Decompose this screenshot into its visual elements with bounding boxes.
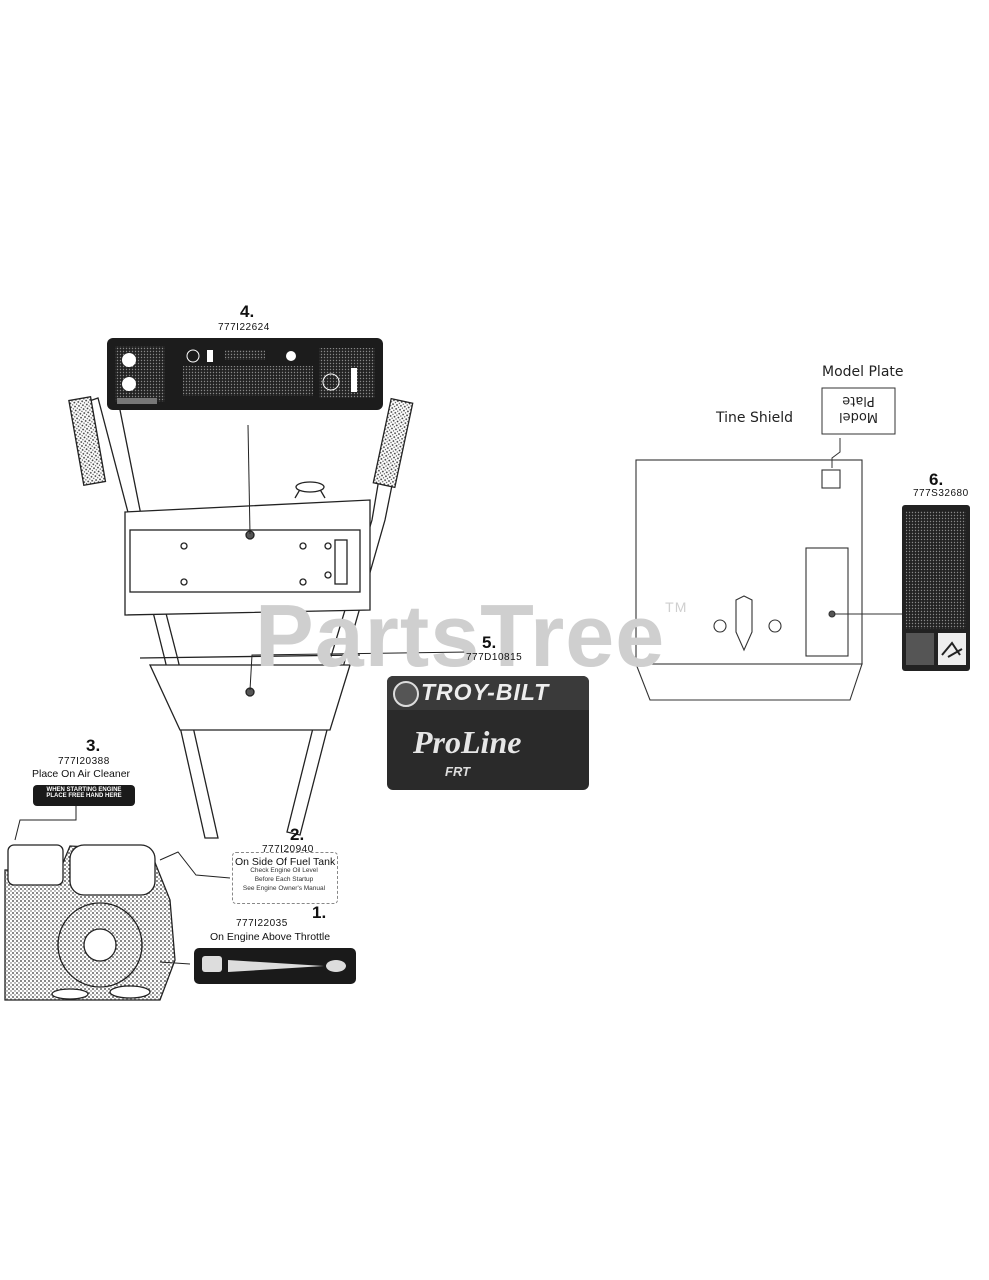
callout-3-number: 3. bbox=[86, 736, 101, 755]
product-line: ProLine bbox=[413, 724, 522, 760]
decal-6-graphics bbox=[906, 511, 966, 665]
callout-5-number: 5. bbox=[482, 633, 497, 652]
decal-3-air-cleaner: WHEN STARTING ENGINE PLACE FREE HAND HER… bbox=[33, 785, 135, 806]
engine bbox=[4, 844, 176, 1001]
callout-4-part-number: 777I22624 bbox=[218, 322, 270, 333]
callout-5-part-number: 777D10815 bbox=[466, 652, 523, 663]
watermark: PartsTreeTM bbox=[255, 586, 688, 685]
model-plate-decal: Model Plate bbox=[838, 393, 879, 424]
leader-1 bbox=[159, 961, 191, 965]
lower-panel bbox=[139, 654, 361, 731]
decal-2-line-3: See Engine Owner's Manual bbox=[242, 885, 326, 892]
leader-2 bbox=[159, 851, 231, 879]
leader-model-plate bbox=[831, 438, 841, 468]
decal-2-line-2: Before Each Startup bbox=[254, 876, 314, 883]
decal-2-fuel-tank bbox=[232, 852, 338, 904]
decal-5-proline: TROY-BILT ProLine FRT bbox=[387, 676, 589, 790]
decal-3-line-1: WHEN STARTING ENGINE bbox=[46, 787, 122, 793]
leader-4 bbox=[247, 424, 251, 535]
decal-5-brand-band: TROY-BILT bbox=[387, 676, 589, 710]
decal-2-line-1: Check Engine Oil Level bbox=[250, 867, 318, 874]
callout-2-location: On Side Of Fuel Tank bbox=[235, 856, 336, 868]
callout-1-part-number: 777I22035 bbox=[236, 918, 288, 929]
callout-3-part-number: 777I20388 bbox=[58, 756, 110, 767]
model-code: FRT bbox=[445, 764, 471, 779]
callout-1-location: On Engine Above Throttle bbox=[210, 931, 331, 943]
callout-1-number: 1. bbox=[312, 903, 327, 922]
brand-logo-circle bbox=[393, 681, 419, 707]
decal-1-throttle bbox=[194, 948, 356, 984]
decal-1-graphics bbox=[202, 956, 346, 972]
leader-3 bbox=[14, 806, 77, 841]
decal-3-line-2: PLACE FREE HAND HERE bbox=[46, 793, 122, 799]
model-plate-label: Model Plate bbox=[822, 364, 904, 380]
callout-2-number: 2. bbox=[290, 825, 305, 844]
tine-shield-label: Tine Shield bbox=[716, 410, 793, 426]
decal-2-text: Check Engine Oil Level Before Each Start… bbox=[232, 866, 336, 893]
upper-panel bbox=[124, 481, 371, 616]
callout-6-part-number: 777S32680 bbox=[913, 488, 969, 499]
decal-4-graphics bbox=[115, 346, 375, 404]
callout-2-part-number: 777I20940 bbox=[262, 844, 314, 855]
callout-6-number: 6. bbox=[929, 470, 944, 489]
callout-3-location: Place On Air Cleaner bbox=[32, 768, 131, 780]
brand-name: TROY-BILT bbox=[421, 679, 550, 705]
leader-5 bbox=[249, 651, 469, 691]
decal-6-safety bbox=[902, 505, 970, 671]
tine-shield-drawing bbox=[635, 459, 863, 701]
decal-4-operation bbox=[107, 338, 383, 410]
trademark-symbol: TM bbox=[665, 599, 688, 615]
callout-4-number: 4. bbox=[240, 302, 255, 321]
